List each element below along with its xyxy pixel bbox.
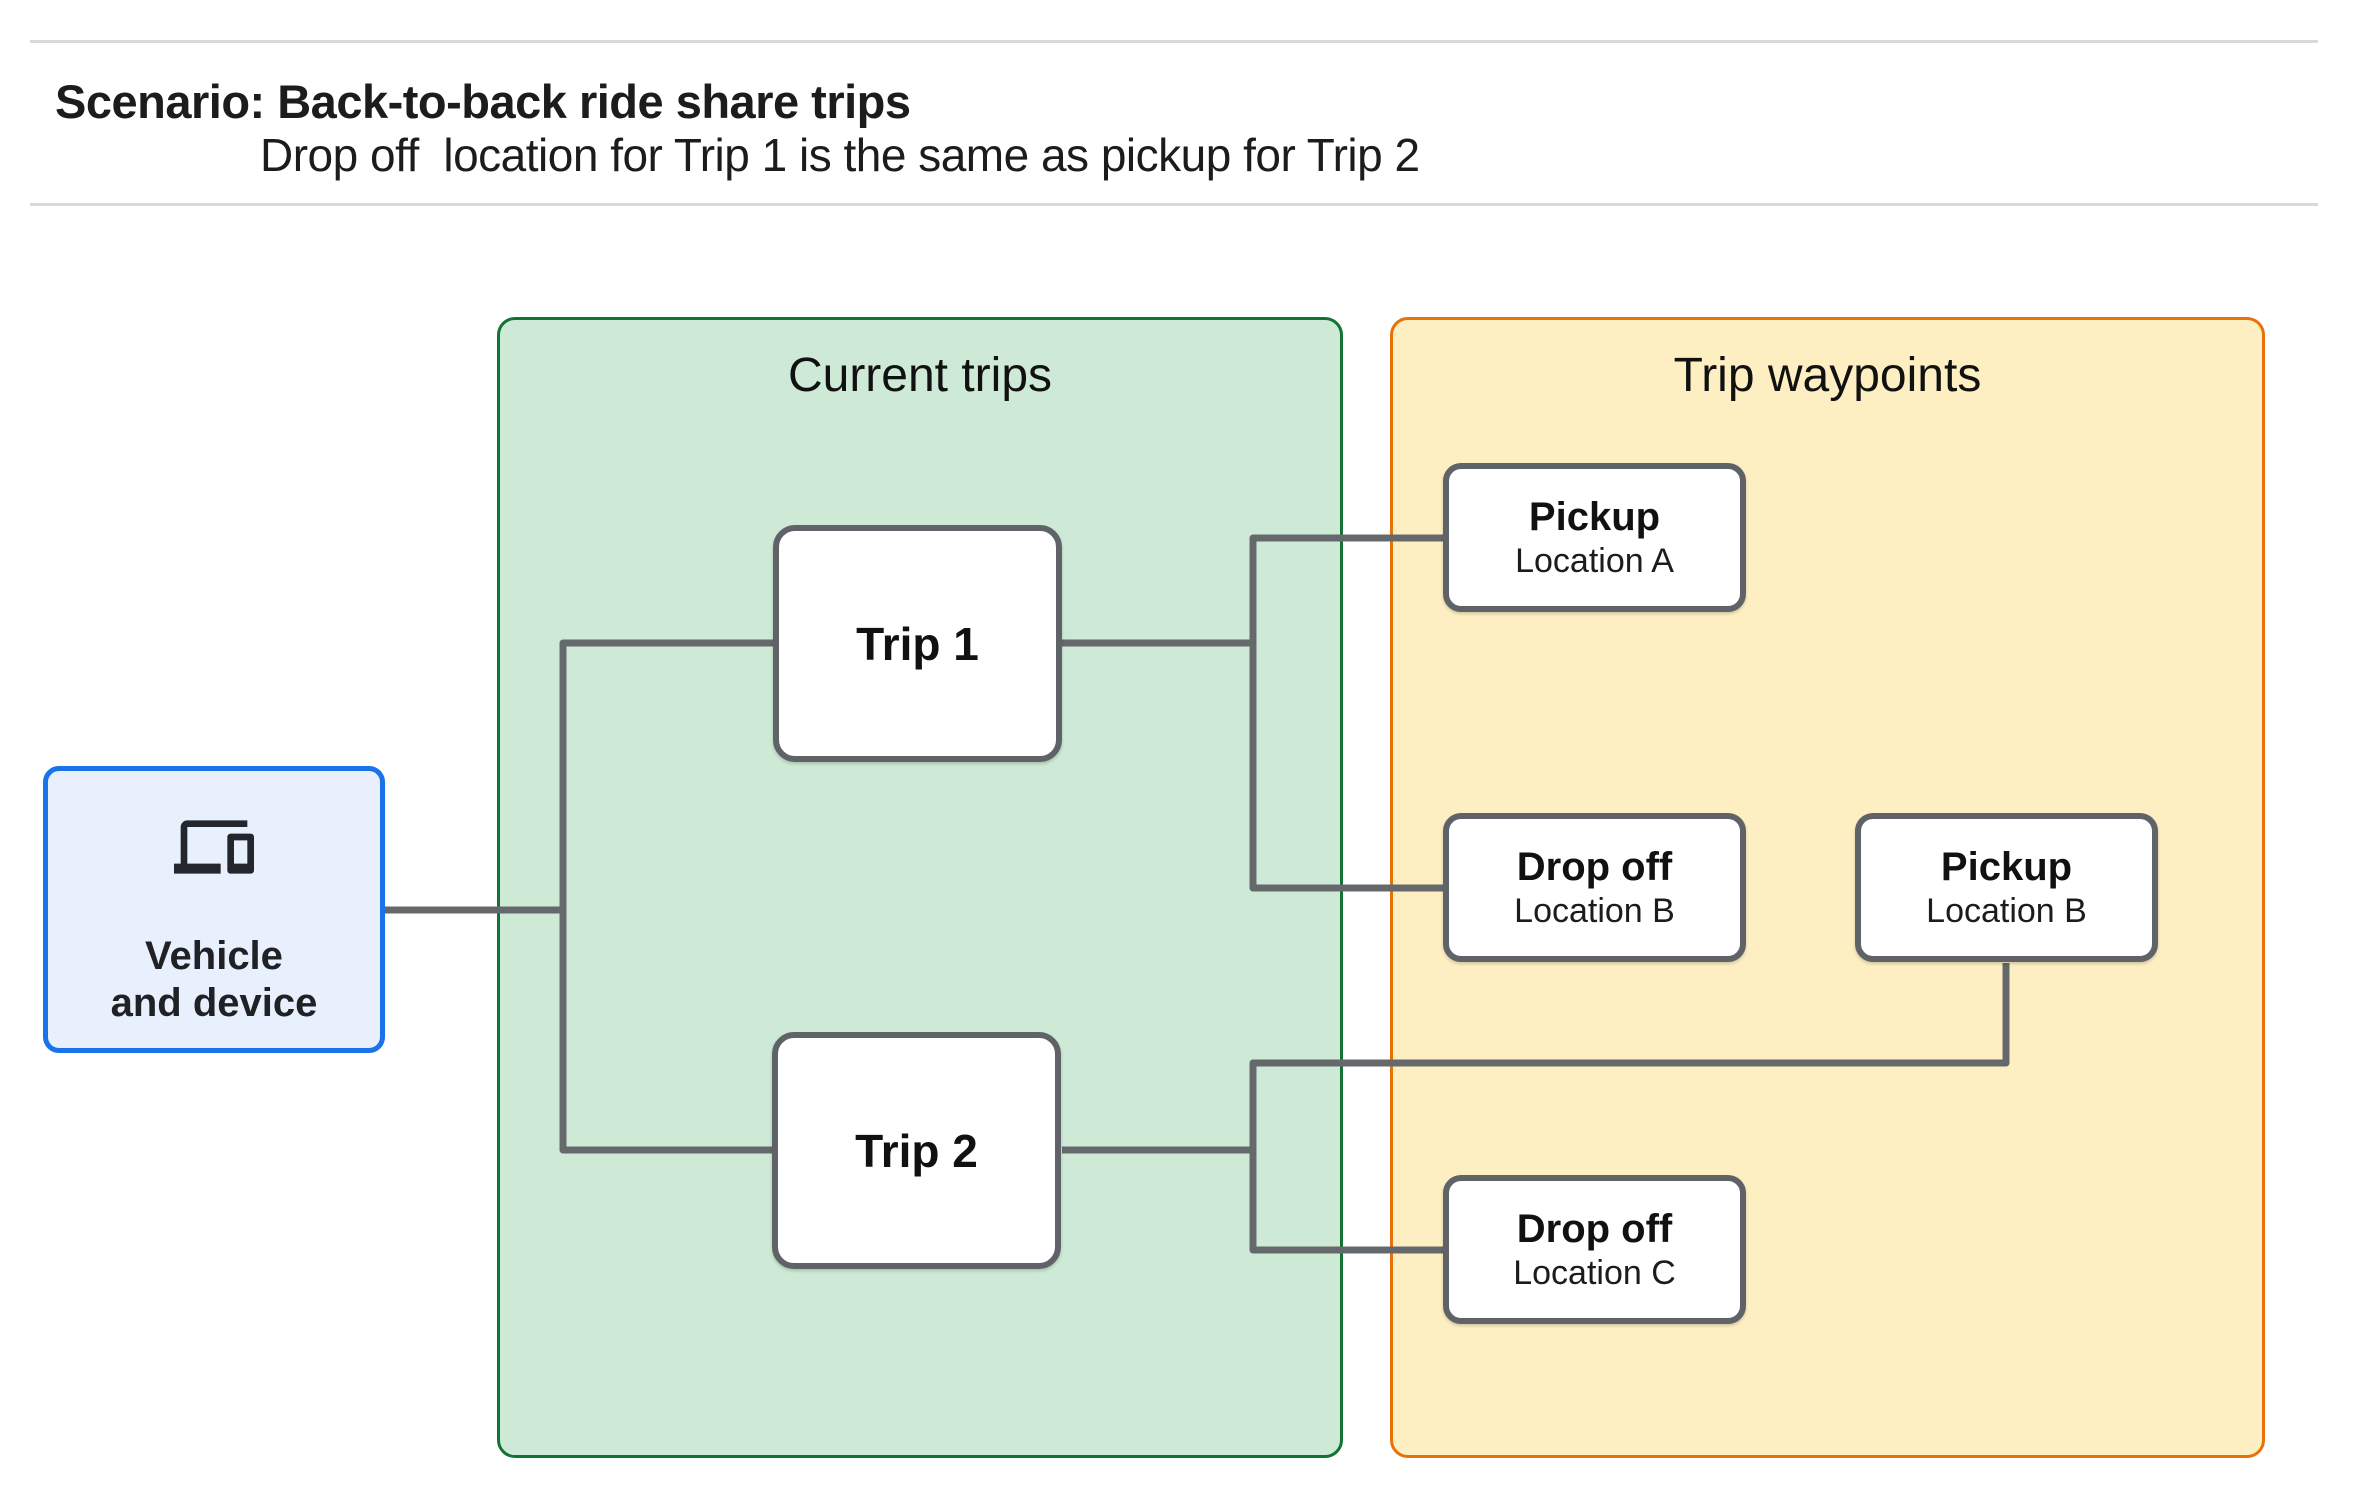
vehicle-label-line1: Vehicle <box>145 934 283 978</box>
waypoint-dropoff-location-b: Drop off Location B <box>1443 813 1746 962</box>
connector-trip1-to-pickup-a-and-dropoff-b <box>1249 534 1443 892</box>
vehicle-node: Vehicle and device <box>43 766 385 1053</box>
waypoint-title: Pickup <box>1528 494 1661 539</box>
waypoint-subtitle: Location A <box>1515 541 1674 580</box>
connector-vehicle-to-trips <box>385 639 773 1154</box>
vehicle-node-label: Vehicle and device <box>111 933 318 1027</box>
waypoint-title: Drop off <box>1516 844 1673 889</box>
waypoint-title: Pickup <box>1940 844 2073 889</box>
trip-1-label: Trip 1 <box>856 617 979 670</box>
trip-1-node: Trip 1 <box>773 525 1062 762</box>
waypoint-subtitle: Location C <box>1513 1253 1676 1292</box>
devices-icon <box>174 807 254 887</box>
waypoint-subtitle: Location B <box>1514 891 1675 930</box>
page-subtitle: Drop off location for Trip 1 is the same… <box>260 129 1420 181</box>
trip-waypoints-panel-title: Trip waypoints <box>1673 349 1982 402</box>
header-divider <box>30 203 2318 206</box>
trip-2-label: Trip 2 <box>855 1124 978 1177</box>
waypoint-pickup-location-b: Pickup Location B <box>1855 813 2158 962</box>
top-divider <box>30 40 2318 43</box>
waypoint-dropoff-location-c: Drop off Location C <box>1443 1175 1746 1324</box>
page-title: Scenario: Back-to-back ride share trips <box>55 75 911 128</box>
current-trips-panel-title: Current trips <box>787 349 1053 402</box>
vehicle-label-line2: and device <box>110 981 318 1026</box>
waypoint-pickup-location-a: Pickup Location A <box>1443 463 1746 612</box>
waypoint-subtitle: Location B <box>1926 891 2087 930</box>
trip-2-node: Trip 2 <box>772 1032 1061 1269</box>
waypoint-title: Drop off <box>1516 1206 1673 1251</box>
connector-pickup-b-to-trip2-and-dropoff-c <box>1249 963 2010 1254</box>
